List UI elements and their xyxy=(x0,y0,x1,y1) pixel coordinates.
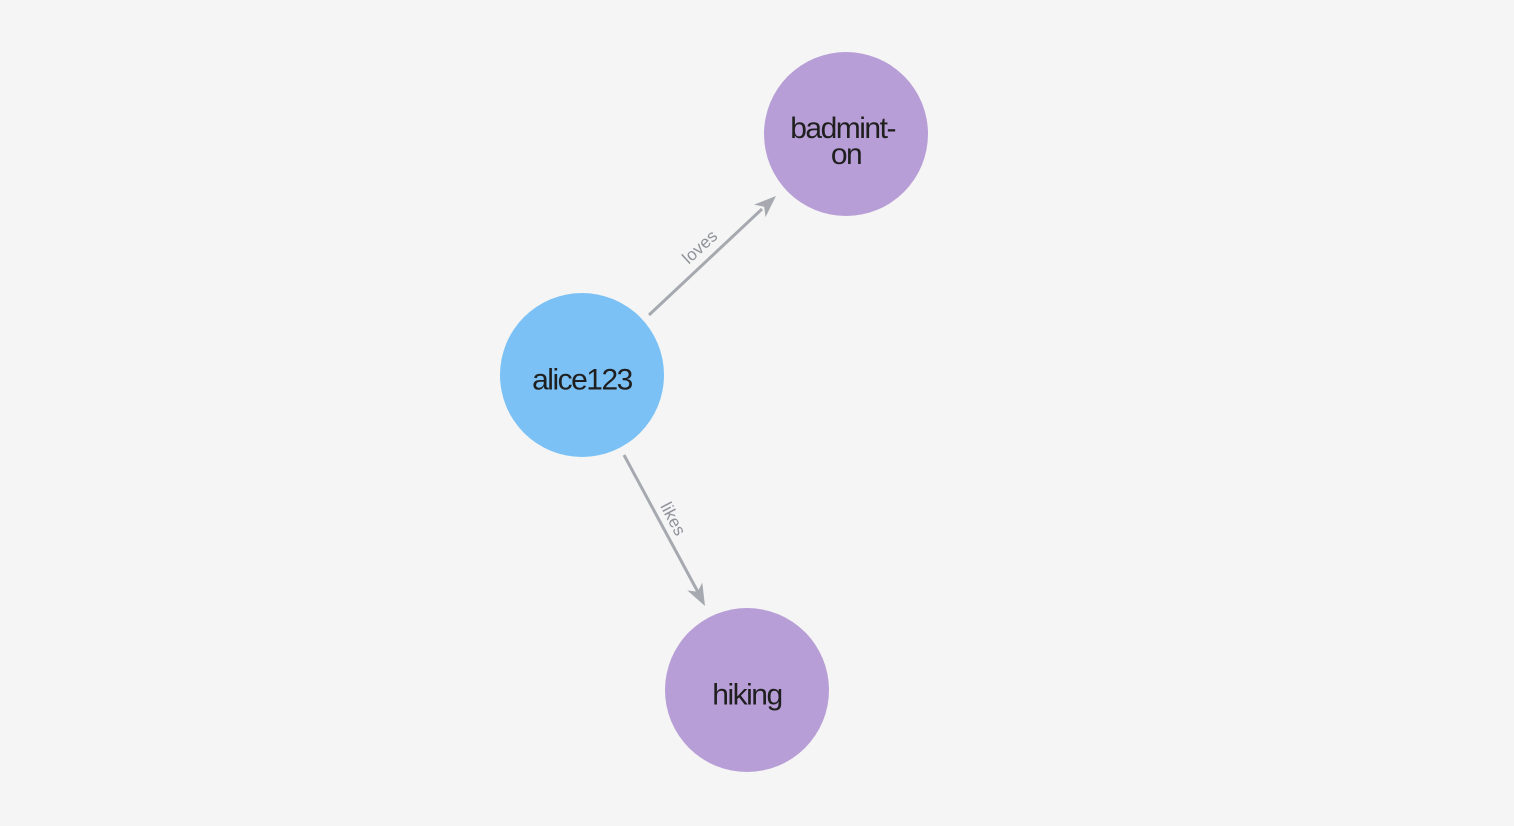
node-alice123: alice123 xyxy=(500,293,664,457)
edge-loves: loves xyxy=(647,196,776,317)
edge-likes-arrowhead-icon xyxy=(687,582,705,606)
edge-loves-label: loves xyxy=(679,226,722,267)
node-hiking-circle[interactable] xyxy=(665,608,829,772)
edge-likes: likes xyxy=(622,454,705,606)
edge-loves-arrowhead-icon xyxy=(754,196,776,218)
edge-loves-line[interactable] xyxy=(647,207,764,317)
edge-likes-line[interactable] xyxy=(622,454,701,595)
node-hiking: hiking xyxy=(665,608,829,772)
edge-likes-label: likes xyxy=(656,499,689,539)
node-badminton: badmint- on xyxy=(764,52,928,216)
node-alice123-circle[interactable] xyxy=(500,293,664,457)
node-badminton-circle[interactable] xyxy=(764,52,928,216)
